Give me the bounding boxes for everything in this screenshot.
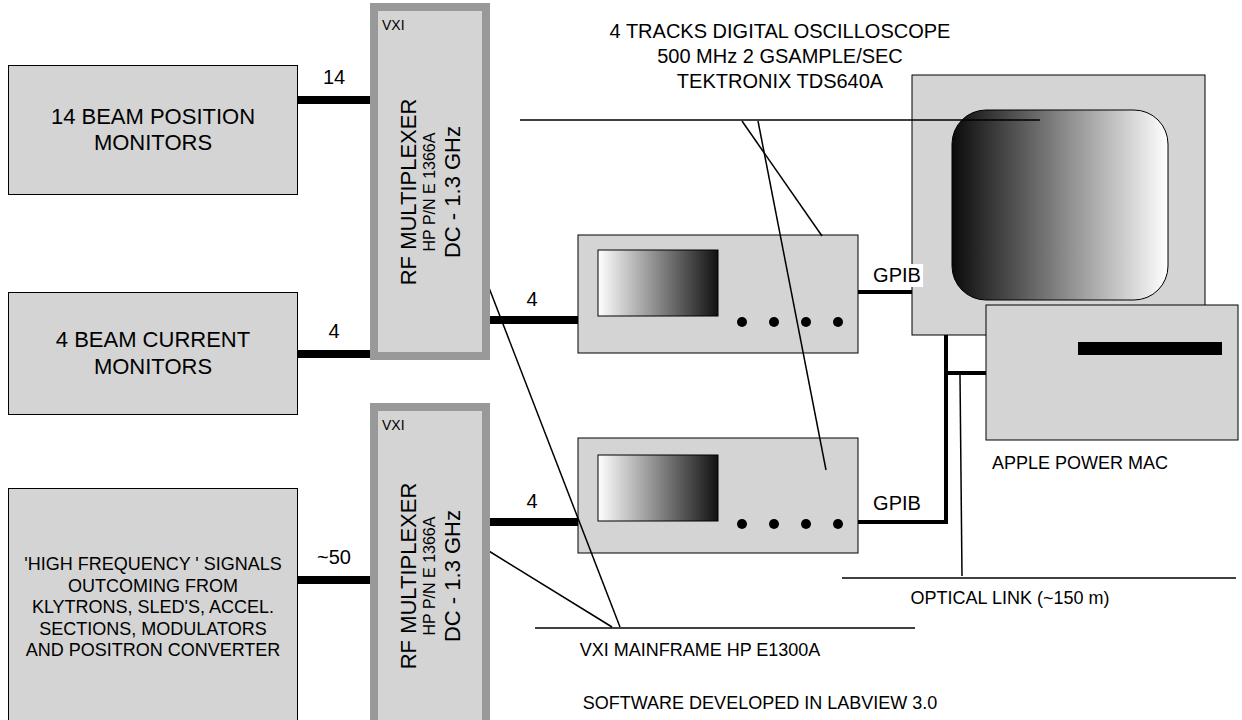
note-label: GPIB <box>871 264 923 287</box>
multiplexer-text: DC - 1.3 GHz <box>439 426 464 720</box>
note-label: VXI MAINFRAME HP E1300A <box>578 640 823 661</box>
monitor-box: 14 BEAM POSITION MONITORS <box>8 65 298 195</box>
cable <box>490 518 578 526</box>
note-label: APPLE POWER MAC <box>990 453 1170 474</box>
note-label: GPIB <box>871 492 923 515</box>
monitor-box: 4 BEAM CURRENT MONITORS <box>8 292 298 415</box>
vxi-tag: VXI <box>382 17 405 33</box>
note-label: 500 MHz 2 GSAMPLE/SEC <box>655 45 905 68</box>
leader-line <box>842 375 1236 578</box>
rotated-text: RF MULTIPLEXERHP P/N E 1366ADC - 1.3 GHz <box>396 426 465 720</box>
box-text: 4 BEAM CURRENT MONITORS <box>19 327 287 380</box>
multiplexer-text: DC - 1.3 GHz <box>439 42 464 342</box>
multiplexer-text: HP P/N E 1366A <box>421 42 439 342</box>
multiplexer-text: RF MULTIPLEXER <box>396 426 421 720</box>
monitor-box: 'HIGH FREQUENCY ' SIGNALS OUTCOMING FROM… <box>8 488 298 720</box>
note-label: TEKTRONIX TDS640A <box>675 70 885 93</box>
oscilloscope <box>578 235 858 353</box>
box-text: 14 BEAM POSITION MONITORS <box>19 104 287 157</box>
note-label: 4 <box>524 490 539 513</box>
channel-count: 4 <box>326 320 341 343</box>
note-label: OPTICAL LINK (~150 m) <box>909 588 1112 609</box>
vxi-tag: VXI <box>382 417 405 433</box>
rf-multiplexer: VXIRF MULTIPLEXERHP P/N E 1366ADC - 1.3 … <box>370 403 490 720</box>
rotated-text: RF MULTIPLEXERHP P/N E 1366ADC - 1.3 GHz <box>396 42 465 342</box>
note-label: 4 <box>524 288 539 311</box>
signal-cable <box>298 350 370 358</box>
box-text: 'HIGH FREQUENCY ' SIGNALS OUTCOMING FROM… <box>19 554 287 662</box>
multiplexer-text: RF MULTIPLEXER <box>396 42 421 342</box>
multiplexer-text: HP P/N E 1366A <box>421 426 439 720</box>
signal-cable <box>298 576 370 584</box>
leader-line <box>520 120 1040 470</box>
computer <box>986 305 1238 440</box>
leader-line <box>484 280 915 628</box>
oscilloscope <box>578 438 858 553</box>
channel-count: ~50 <box>315 546 353 569</box>
computer-monitor <box>912 75 1205 335</box>
note-label: SOFTWARE DEVELOPED IN LABVIEW 3.0 <box>581 693 939 714</box>
rf-multiplexer: VXI RF MULTIPLEXERHP P/N E 1366ADC - 1.3 … <box>370 3 490 360</box>
channel-count: 14 <box>321 66 347 89</box>
note-label: 4 TRACKS DIGITAL OSCILLOSCOPE <box>608 20 953 43</box>
signal-cable <box>298 96 370 104</box>
